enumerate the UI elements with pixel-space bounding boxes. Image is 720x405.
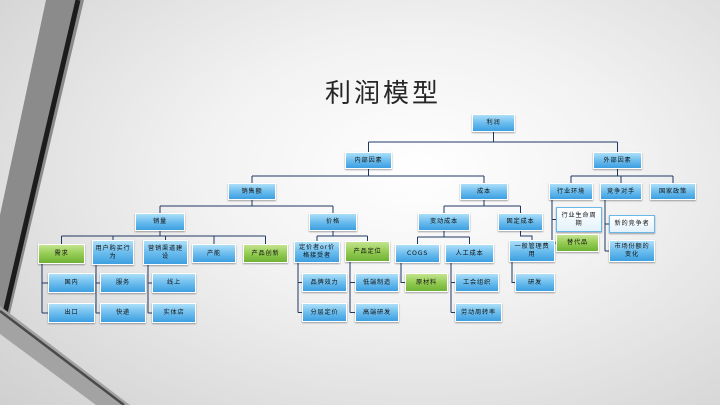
node-sales-volume: 销量 — [135, 213, 185, 231]
node-online: 线上 — [152, 273, 196, 293]
node-cost: 成本 — [460, 183, 508, 200]
node-internal-factors: 内部因素 — [345, 152, 392, 169]
connector-cogs — [400, 263, 405, 283]
node-rnd: 研发 — [515, 273, 555, 292]
node-brand-power: 品牌效力 — [302, 273, 347, 292]
connector-sales-volume — [61, 231, 266, 244]
node-price: 价格 — [309, 213, 357, 231]
node-variable-cost: 变动成本 — [418, 213, 470, 231]
node-industry-environment: 行业环境 — [549, 183, 593, 200]
node-express-delivery: 快递 — [100, 303, 146, 323]
connector-marketing-channel-building — [147, 265, 152, 314]
node-cogs: COGS — [395, 244, 440, 263]
slide-title: 利润模型 — [324, 79, 441, 109]
node-capacity: 产能 — [192, 244, 236, 263]
node-physical-store: 实体店 — [152, 303, 196, 323]
node-high-end-rnd: 高端研发 — [355, 303, 399, 322]
connector-fixed-cost — [520, 231, 533, 240]
connector-competitors — [604, 200, 609, 252]
node-new-competitors: 新的竞争者 — [609, 215, 655, 233]
node-fixed-cost: 固定成本 — [498, 213, 543, 231]
node-market-share-change: 市场份额的变化 — [609, 240, 655, 262]
node-sales-revenue: 销售额 — [228, 183, 276, 200]
node-user-purchase-behavior: 用户购买行为 — [92, 240, 134, 265]
node-product-innovation: 产品创新 — [243, 244, 288, 263]
connector-profit — [368, 132, 618, 152]
connector-internal-factors — [251, 169, 485, 183]
node-product-positioning: 产品定位 — [345, 241, 390, 262]
node-low-end-manufacturing: 低端制造 — [355, 273, 399, 292]
connector-price — [316, 231, 368, 241]
connector-demand — [41, 264, 48, 314]
node-substitutes: 替代品 — [556, 234, 599, 252]
node-marketing-channel-building: 营销渠道建设 — [143, 240, 188, 265]
node-national-policy: 国家政策 — [650, 183, 696, 200]
node-industry-lifecycle: 行业生命周期 — [556, 207, 602, 232]
node-labor-turnover: 劳动周转率 — [455, 303, 502, 322]
node-labor-union: 工会组织 — [455, 273, 499, 292]
node-tiered-pricing: 分层定价 — [302, 303, 347, 322]
connector-cost — [443, 200, 521, 213]
connector-product-positioning — [349, 262, 355, 313]
connector-general-admin-expense — [511, 262, 515, 283]
node-raw-materials: 原材料 — [405, 273, 448, 292]
node-export: 出口 — [48, 303, 95, 323]
node-demand: 需求 — [38, 244, 85, 264]
node-price-maker-or-taker: 定价者or价格接受者 — [294, 241, 340, 263]
connector-sales-revenue — [159, 200, 334, 213]
node-labor-cost: 人工成本 — [445, 244, 494, 263]
bottom-stripe-line — [0, 310, 125, 405]
connector-external-factors — [570, 169, 674, 183]
left-stripe-line — [0, 0, 81, 331]
node-competitors: 竞争对手 — [600, 183, 642, 200]
connector-user-purchase-behavior — [95, 265, 100, 314]
bottom-stripe-band — [0, 306, 130, 405]
node-external-factors: 外部因素 — [593, 152, 642, 169]
node-profit: 利润 — [472, 114, 515, 132]
connector-price-maker-or-taker — [297, 263, 302, 313]
node-domestic: 国内 — [48, 273, 95, 293]
connector-labor-cost — [450, 263, 455, 313]
connector-variable-cost — [417, 231, 470, 244]
node-general-admin-expense: 一般管理费用 — [509, 240, 555, 262]
node-service: 服务 — [100, 273, 146, 293]
